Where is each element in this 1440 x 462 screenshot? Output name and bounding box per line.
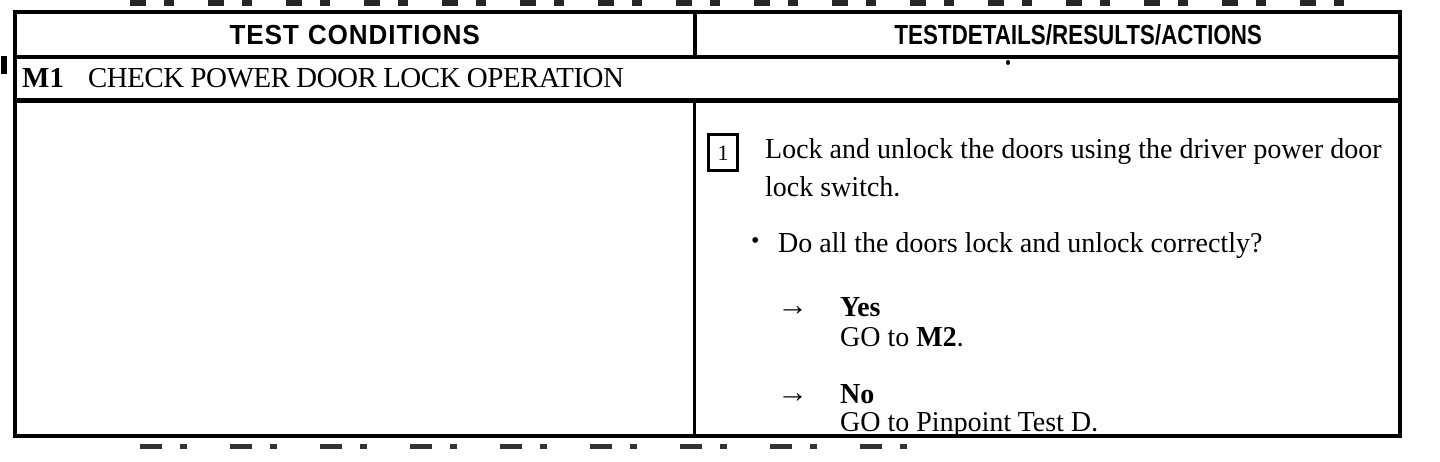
test-details-label: TESTDETAILS/RESULTS/ACTIONS	[894, 18, 1262, 50]
stray-mark	[1006, 60, 1010, 65]
scan-noise-top	[130, 0, 1370, 6]
column-header-test-details: TESTDETAILS/RESULTS/ACTIONS	[697, 14, 1398, 55]
goto-target-m2: M2	[916, 322, 957, 353]
step-instruction: Lock and unlock the doors using the driv…	[765, 134, 1382, 203]
scan-noise-bottom	[140, 444, 920, 449]
question-text: Do all the doors lock and unlock correct…	[778, 228, 1263, 259]
test-body-row: 1 Lock and unlock the doors using the dr…	[17, 103, 1398, 438]
test-title: CHECK POWER DOOR LOCK OPERATION	[87, 62, 624, 94]
result-yes-action: GO to M2.	[840, 322, 964, 353]
scan-artifact-left	[1, 56, 7, 74]
result-no-answer: No	[840, 379, 875, 410]
arrow-right-icon: →	[777, 287, 808, 322]
result-no: → No GO to Pinpoint Test D.	[777, 374, 1099, 438]
result-yes-answer: Yes	[840, 292, 881, 323]
test-conditions-label: TEST CONDITIONS	[229, 18, 481, 50]
step-number-box: 1	[707, 133, 739, 172]
pinpoint-test-table: TEST CONDITIONS TESTDETAILS/RESULTS/ACTI…	[13, 10, 1402, 438]
result-yes: → Yes GO to M2.	[777, 287, 964, 353]
result-no-action: GO to Pinpoint Test D.	[840, 407, 1099, 438]
bullet-icon: •	[751, 228, 760, 254]
table-header-row: TEST CONDITIONS TESTDETAILS/RESULTS/ACTI…	[17, 14, 1398, 59]
arrow-right-icon: →	[777, 374, 808, 409]
question-row: • Do all the doors lock and unlock corre…	[751, 228, 1262, 260]
test-details-cell: 1 Lock and unlock the doors using the dr…	[696, 103, 1398, 438]
test-name-row: M1 CHECK POWER DOOR LOCK OPERATION	[17, 59, 1398, 103]
test-conditions-cell	[17, 103, 696, 434]
column-header-test-conditions: TEST CONDITIONS	[17, 14, 697, 55]
test-id: M1	[22, 62, 64, 94]
